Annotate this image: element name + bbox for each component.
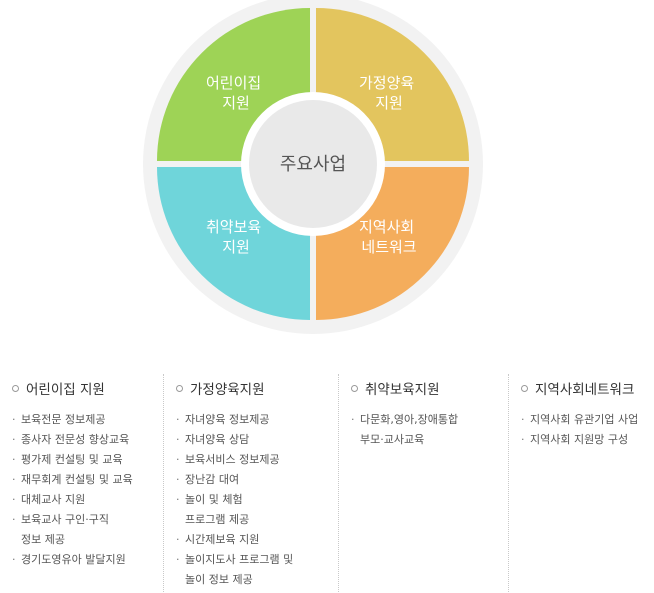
list-item: 자녀양육 정보제공 xyxy=(176,410,338,430)
center-inner xyxy=(249,100,377,228)
ring-bullet-icon xyxy=(176,384,183,392)
ring-bullet-icon xyxy=(12,384,19,392)
column-heading: 어린이집 지원 xyxy=(12,378,163,398)
list-item: 장난감 대여 xyxy=(176,470,338,490)
item-list: 자녀양육 정보제공 자녀양육 상담 보육서비스 정보제공 장난감 대여 놀이 및… xyxy=(176,410,338,590)
quadrant-tr-label: 가정양육 지원 xyxy=(359,74,419,112)
list-item: 보육서비스 정보제공 xyxy=(176,450,338,470)
column-title: 지역사회네트워크 xyxy=(535,382,635,398)
list-item: 대체교사 지원 xyxy=(12,490,163,510)
column-daycare-support: 어린이집 지원 보육전문 정보제공 종사자 전문성 향상교육 평가제 컨설팅 및… xyxy=(0,374,163,592)
list-item: 놀이지도사 프로그램 및 놀이 정보 제공 xyxy=(176,550,338,590)
column-title: 취약보육지원 xyxy=(365,382,440,398)
column-community-network: 지역사회네트워크 지역사회 유관기업 사업 지역사회 지원망 구성 xyxy=(508,374,654,592)
ring-bullet-icon xyxy=(521,384,528,392)
business-diagram: 어린이집 지원 가정양육 지원 취약보육 지원 지역사회 네트워크 주요사업 xyxy=(143,0,483,334)
column-heading: 지역사회네트워크 xyxy=(521,378,654,398)
item-list: 지역사회 유관기업 사업 지역사회 지원망 구성 xyxy=(521,410,654,450)
quadrant-br-label: 지역사회 네트워크 xyxy=(359,218,419,256)
column-heading: 취약보육지원 xyxy=(351,378,508,398)
column-title: 어린이집 지원 xyxy=(26,382,105,398)
list-item: 지역사회 지원망 구성 xyxy=(521,430,654,450)
item-list: 보육전문 정보제공 종사자 전문성 향상교육 평가제 컨설팅 및 교육 재무회계… xyxy=(12,410,163,570)
quadrant-bl-label: 취약보육 지원 xyxy=(206,218,266,256)
column-heading: 가정양육지원 xyxy=(176,378,338,398)
column-title: 가정양육지원 xyxy=(190,382,265,398)
list-item: 놀이 및 체험 프로그램 제공 xyxy=(176,490,338,530)
column-vulnerable-care-support: 취약보육지원 다문화,영아,장애통합 부모·교사교육 xyxy=(338,374,508,592)
list-item: 보육전문 정보제공 xyxy=(12,410,163,430)
column-home-parenting-support: 가정양육지원 자녀양육 정보제공 자녀양육 상담 보육서비스 정보제공 장난감 … xyxy=(163,374,338,592)
list-item: 재무회계 컨설팅 및 교육 xyxy=(12,470,163,490)
list-item: 다문화,영아,장애통합 부모·교사교육 xyxy=(351,410,508,450)
list-item: 경기도영유아 발달지원 xyxy=(12,550,163,570)
business-columns: 어린이집 지원 보육전문 정보제공 종사자 전문성 향상교육 평가제 컨설팅 및… xyxy=(0,374,654,592)
list-item: 자녀양육 상담 xyxy=(176,430,338,450)
item-list: 다문화,영아,장애통합 부모·교사교육 xyxy=(351,410,508,450)
list-item: 종사자 전문성 향상교육 xyxy=(12,430,163,450)
list-item: 평가제 컨설팅 및 교육 xyxy=(12,450,163,470)
quadrant-tl-label: 어린이집 지원 xyxy=(206,74,266,112)
list-item: 보육교사 구인·구직 정보 제공 xyxy=(12,510,163,550)
list-item: 지역사회 유관기업 사업 xyxy=(521,410,654,430)
list-item: 시간제보육 지원 xyxy=(176,530,338,550)
center-label: 주요사업 xyxy=(280,154,346,175)
ring-bullet-icon xyxy=(351,384,358,392)
